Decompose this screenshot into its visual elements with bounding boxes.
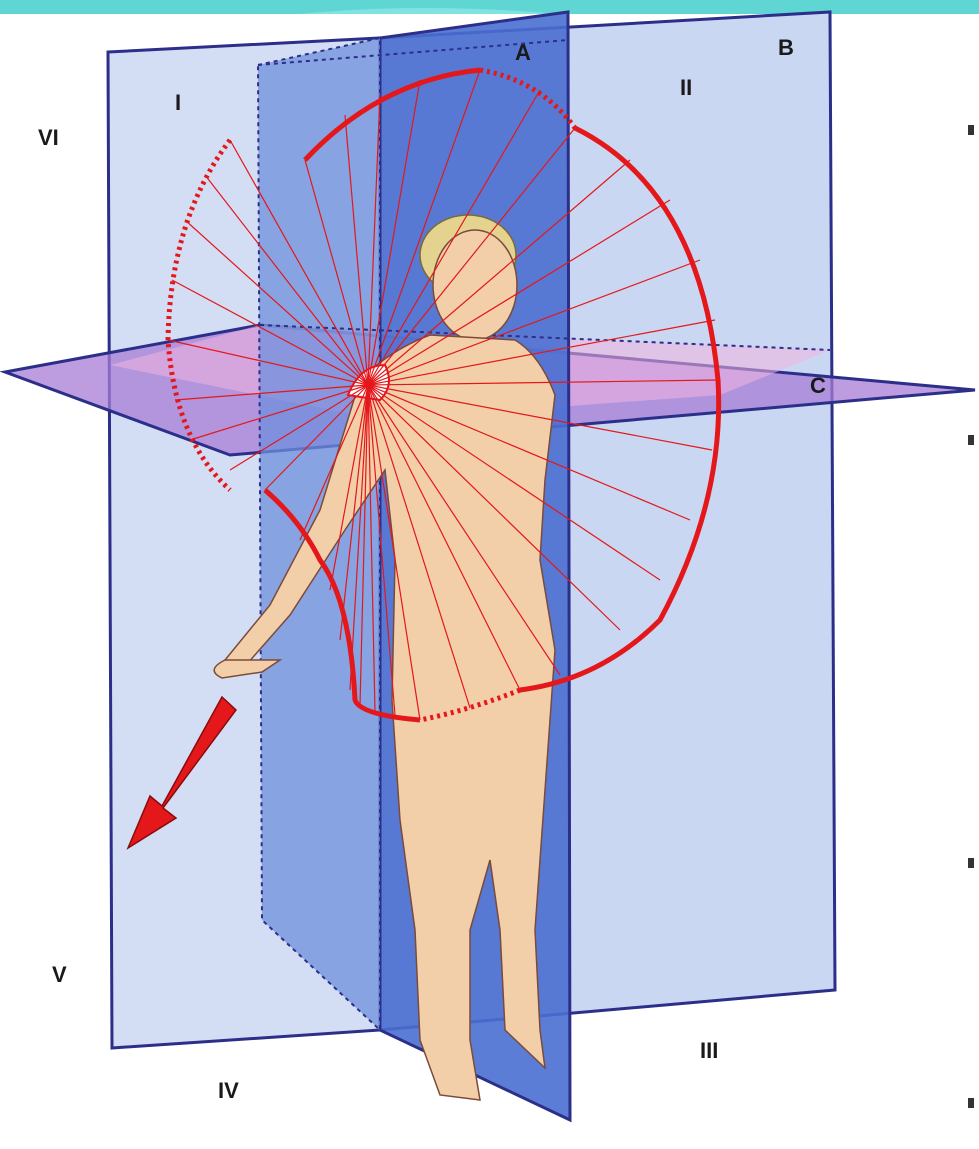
circumduction-ray <box>367 94 381 386</box>
circumduction-ray <box>367 379 719 386</box>
circumduction-ray <box>229 139 369 386</box>
circumduction-ray <box>367 384 421 721</box>
circumduction-ray <box>367 384 376 713</box>
circumduction-ray <box>367 259 701 386</box>
label-II: II <box>680 75 692 100</box>
circumduction-ray <box>349 384 369 691</box>
sagittal-plane-top-dashed-edge <box>257 39 569 66</box>
top-banner <box>0 0 979 14</box>
label-C: C <box>810 373 826 398</box>
circumduction-ray <box>359 384 369 706</box>
edge-mark <box>968 435 974 445</box>
circumduction-ray <box>264 384 369 491</box>
label-VI: VI <box>38 125 59 150</box>
circumduction-ray <box>329 384 369 591</box>
circumduction-ray <box>367 384 713 451</box>
label-I: I <box>175 90 181 115</box>
circumduction-ray <box>367 384 521 691</box>
circumduction-ray <box>367 127 576 386</box>
edge-mark <box>968 1098 974 1108</box>
figure-head <box>432 229 518 341</box>
circumduction-ray <box>204 174 369 386</box>
circumduction-ray <box>367 384 471 709</box>
circumduction-ray <box>344 114 369 386</box>
circumduction-ray <box>367 384 661 581</box>
circumduction-boundary-solid <box>303 67 722 693</box>
circumduction-ray <box>367 384 396 716</box>
circumduction-ray <box>174 384 369 401</box>
circumduction-boundary-dashed <box>165 67 578 723</box>
figure-hand <box>213 659 283 679</box>
circumduction-ray <box>229 384 369 471</box>
label-B: B <box>778 35 794 60</box>
circumduction-ray <box>367 79 421 386</box>
label-IV: IV <box>218 1078 239 1103</box>
circumduction-ray <box>367 159 631 386</box>
circumduction-ray <box>167 339 369 386</box>
circumduction-ray <box>184 219 369 386</box>
label-III: III <box>700 1038 718 1063</box>
circumduction-ray <box>367 69 481 386</box>
circumduction-boundary-lower <box>263 488 421 723</box>
circumduction-ray <box>367 384 561 676</box>
label-V: V <box>52 962 67 987</box>
circumduction-ray <box>339 384 369 641</box>
human-figure <box>213 214 556 1101</box>
circumduction-ray <box>367 319 716 386</box>
circumduction-ray <box>189 384 369 441</box>
circumduction-ray <box>367 384 691 521</box>
circumduction-ray <box>367 384 621 631</box>
circumduction-ray <box>304 159 369 386</box>
edge-mark <box>968 125 974 135</box>
circumduction-rays <box>167 69 719 721</box>
red-arrow-icon <box>126 695 238 850</box>
edge-mark <box>968 858 974 868</box>
top-banner-wave <box>300 8 560 14</box>
transverse-plane-dashed-edge <box>259 324 831 351</box>
circumduction-ray <box>367 89 541 386</box>
label-A: A <box>515 40 531 65</box>
circumduction-ray <box>299 384 369 541</box>
circumduction-ray <box>367 199 671 386</box>
circumduction-ray <box>171 279 369 386</box>
